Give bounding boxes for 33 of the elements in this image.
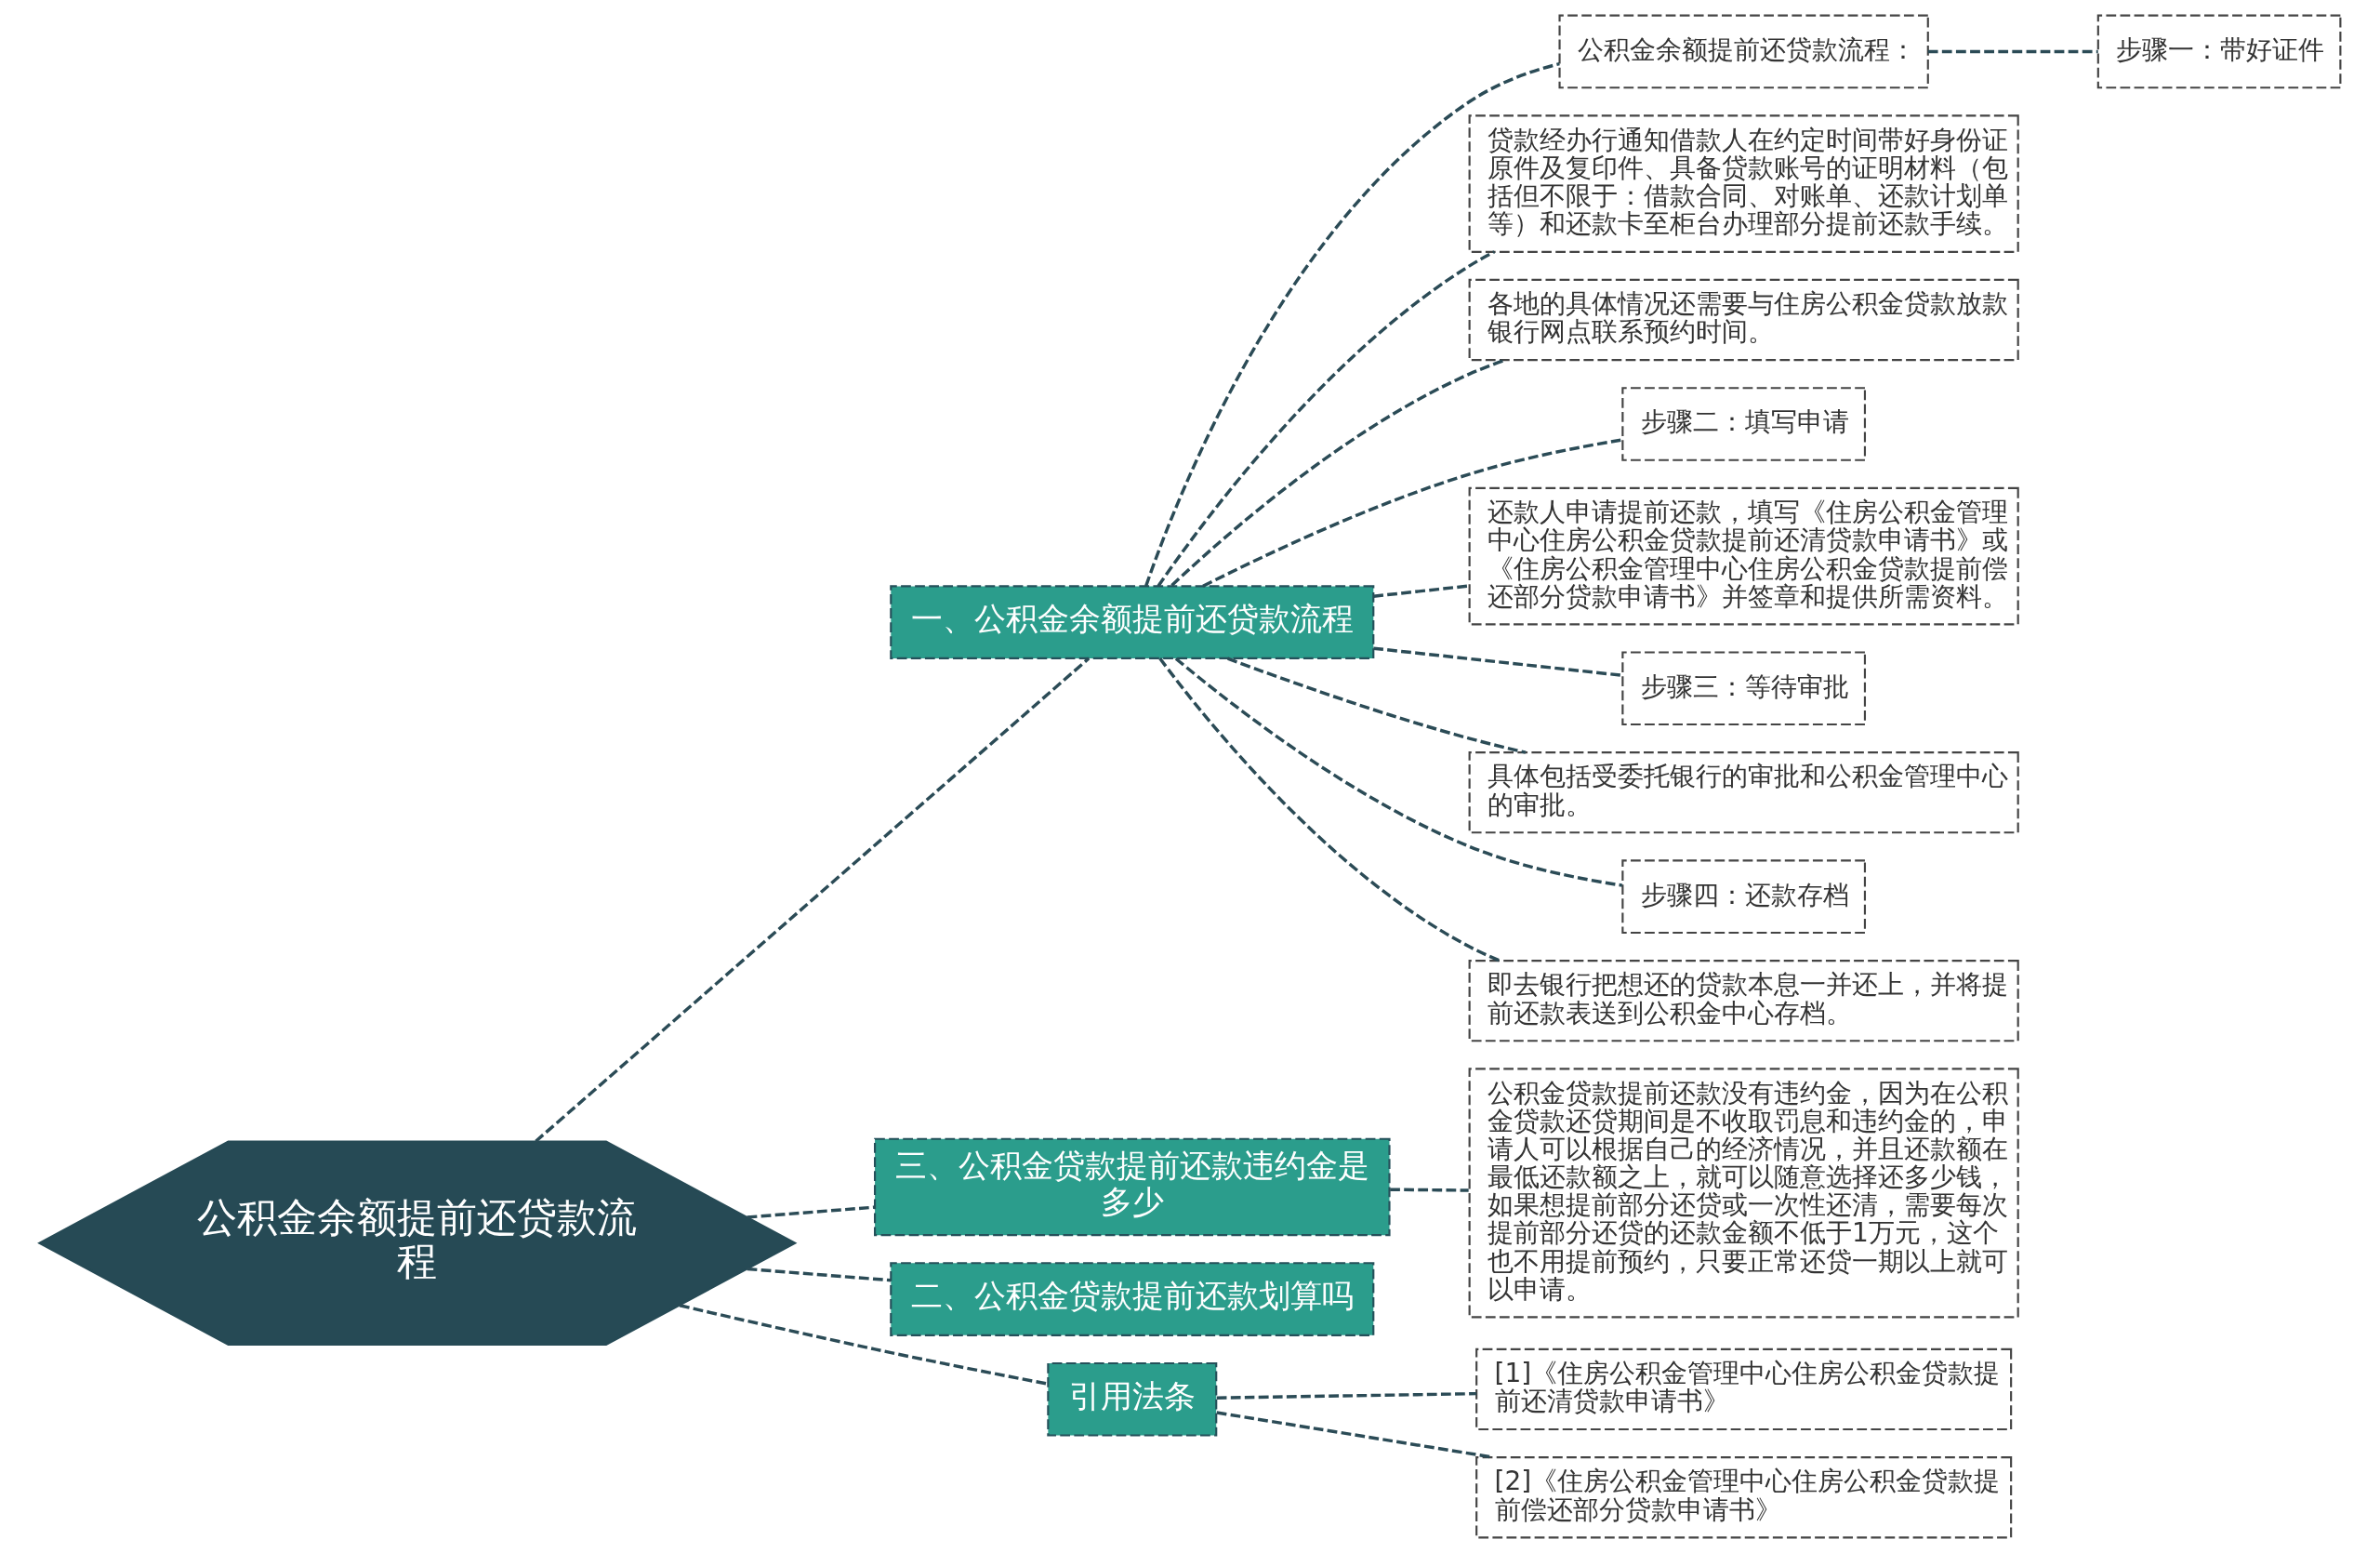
node-box: 具体包括受委托银行的审批和公积金管理中心的审批。: [1468, 751, 2019, 834]
connector: [1202, 438, 1623, 588]
connector: [1373, 646, 1623, 677]
node-box: 引用法条: [1047, 1361, 1218, 1437]
connector: [1174, 657, 1623, 887]
connector: [1373, 584, 1470, 598]
node-box: 公积金余额提前还贷款流程：: [1558, 14, 1929, 89]
connector: [1144, 61, 1560, 587]
node-box: [1]《住房公积金管理中心住房公积金贷款提前还清贷款申请书》: [1475, 1347, 2013, 1431]
node-box: 步骤三：等待审批: [1621, 651, 1867, 726]
node-box: 即去银行把想还的贷款本息一并还上，并将提前还款表送到公积金中心存档。: [1468, 960, 2019, 1042]
node-box: 二、公积金贷款提前还款划算吗: [890, 1262, 1375, 1336]
node-box: 步骤一：带好证件: [2096, 14, 2342, 89]
connector: [679, 1304, 1049, 1386]
connector: [747, 1267, 892, 1282]
connector: [1227, 657, 1527, 754]
connector: [1157, 250, 1496, 588]
node-box: 一、公积金余额提前还贷款流程: [890, 585, 1375, 660]
node-box: [2]《住房公积金管理中心住房公积金贷款提前偿还部分贷款申请书》: [1475, 1456, 2013, 1539]
node-box: 步骤四：还款存档: [1621, 859, 1867, 935]
connector: [1390, 1188, 1469, 1192]
node-box: 公积金贷款提前还款没有违约金，因为在公积金贷款还贷期间是不收取罚息和违约金的，申请人可以根据自己的经济情况，并且还款额在最低还款额之上，就可以随意选择还多少钱，如果想提前部分还贷或一次性还清，需要每次提前部分还贷的还款金额不低于1万元，这个也不用提前预约，只要正常还贷一期以上就可以申请。: [1468, 1068, 2019, 1319]
node-box: 三、公积金贷款提前还款违约金是多少: [874, 1137, 1391, 1237]
connector: [1927, 49, 2098, 54]
connector: [747, 1205, 875, 1219]
node-box: 步骤二：填写申请: [1621, 387, 1867, 461]
connector: [1170, 358, 1506, 587]
connector: [535, 657, 1091, 1143]
node-box: 还款人申请提前还款，填写《住房公积金管理中心住房公积金贷款提前还清贷款申请书》或《住房公积金管理中心住房公积金贷款提前偿还部分贷款申请书》并签章和提供所需资料。: [1468, 486, 2019, 626]
node-box: 贷款经办行通知借款人在约定时间带好身份证原件及复印件、具备贷款账号的证明材料（包括但不限于：借款合同、对账单、还款计划单等）和还款卡至柜台办理部分提前还款手续。: [1468, 114, 2019, 253]
connector: [1158, 657, 1501, 962]
connector: [1216, 1391, 1476, 1400]
node-box: 各地的具体情况还需要与住房公积金贷款放款银行网点联系预约时间。: [1468, 278, 2019, 362]
